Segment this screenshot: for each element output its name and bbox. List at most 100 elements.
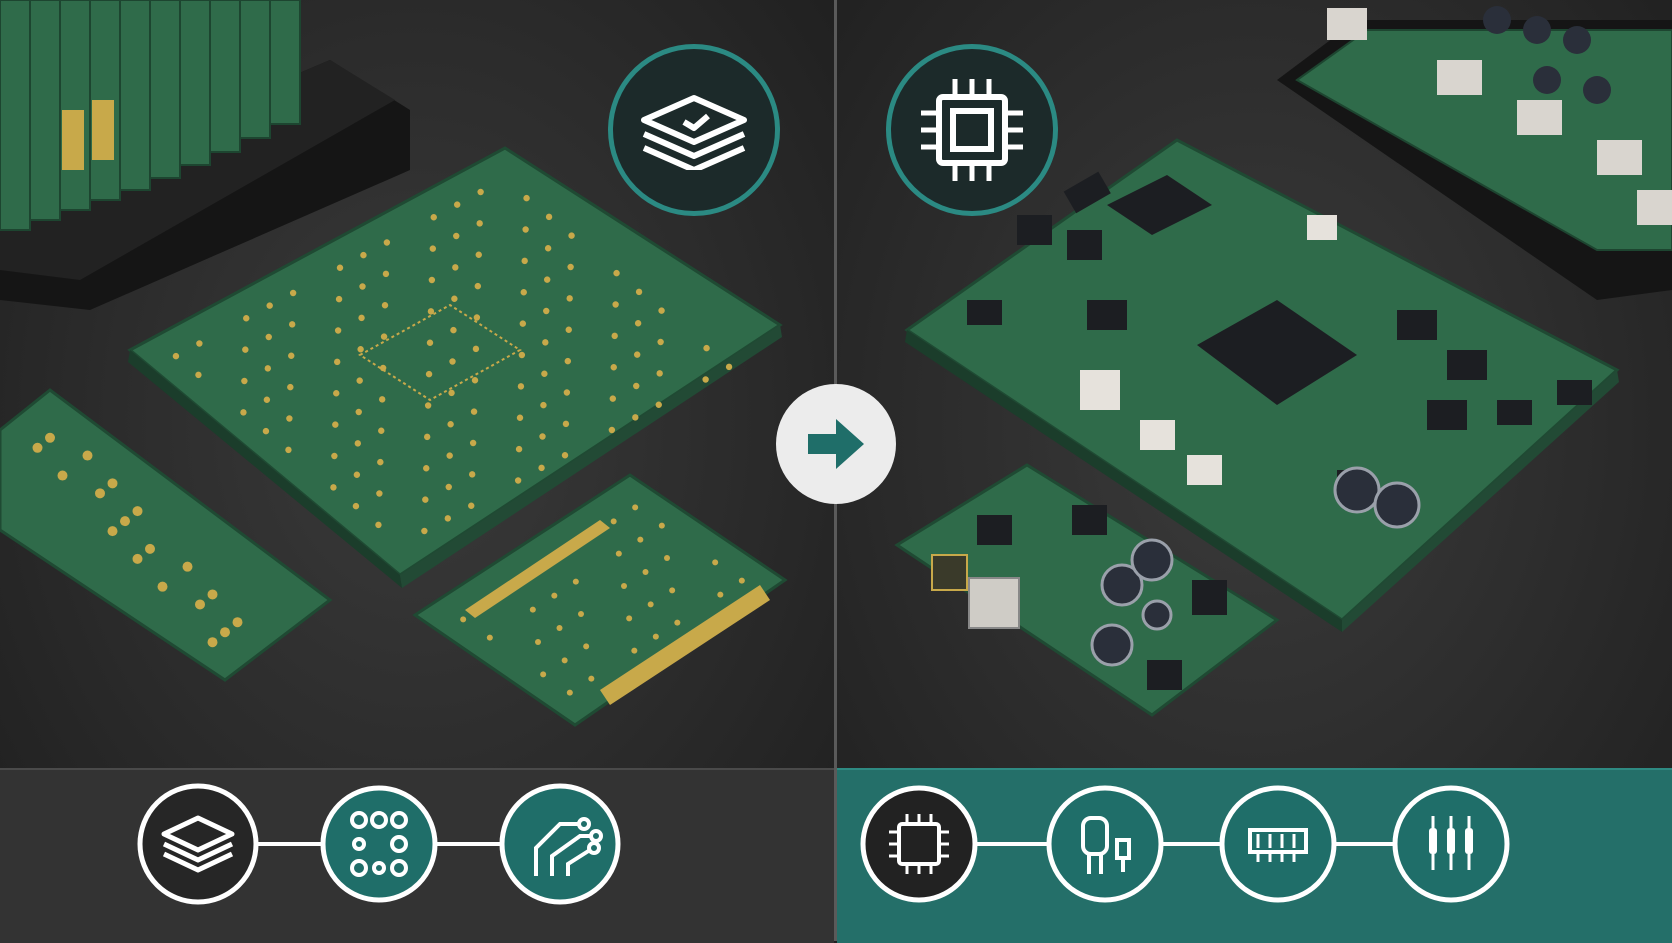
solder-pad [551, 592, 558, 599]
solder-pad [652, 633, 659, 640]
solder-pad [240, 409, 247, 416]
solder-pad [529, 606, 536, 613]
solder-pad [172, 352, 180, 360]
traces-icon [499, 783, 621, 905]
solder-pad [642, 569, 649, 575]
solder-pad [421, 527, 428, 535]
solder-pad [450, 326, 457, 334]
solder-pad [196, 340, 203, 347]
solder-pad [469, 439, 477, 447]
solder-pad [612, 301, 619, 308]
solder-pad [331, 452, 338, 460]
solder-pad [287, 383, 294, 391]
solder-pad [335, 295, 343, 303]
solder-pad [444, 515, 452, 522]
solder-pad [360, 251, 367, 259]
solder-pad [523, 194, 530, 202]
solder-pad [460, 616, 467, 623]
solder-pad [475, 251, 482, 258]
solder-pad [610, 364, 617, 371]
solder-pad [451, 295, 458, 302]
solder-pad [445, 483, 452, 491]
solder-pad [107, 478, 118, 489]
solder-pad [565, 326, 572, 333]
solder-pad [664, 555, 670, 561]
solder-pad [477, 188, 484, 196]
solder-pad [633, 351, 641, 358]
solder-pad [702, 376, 709, 383]
solder-pad [568, 232, 575, 239]
solder-pad [157, 581, 168, 592]
solder-pad [632, 504, 639, 511]
solder-pad [712, 559, 719, 566]
solder-pad [476, 220, 483, 227]
solder-pad [452, 264, 459, 271]
solder-pad [352, 502, 360, 510]
solder-pad [428, 276, 436, 284]
solder-pad [383, 239, 391, 246]
solder-pad [377, 458, 384, 466]
solder-pad [289, 289, 297, 297]
assembled-pcb-process-bar [837, 768, 1672, 943]
solder-pad [57, 470, 68, 481]
solder-pad [540, 671, 547, 678]
assembled-pcb-process-icons [860, 785, 1510, 903]
solder-pad [453, 232, 460, 240]
solder-pad [657, 338, 664, 346]
solder-pad [738, 577, 745, 584]
solder-pad [470, 408, 478, 415]
solder-pad [615, 550, 622, 557]
solder-pad [631, 647, 638, 654]
bare-pcb-illustration [0, 0, 788, 727]
solder-pad [232, 617, 243, 628]
solder-pad [518, 351, 526, 359]
solder-pad [703, 344, 710, 352]
solder-pad [633, 382, 640, 390]
solder-pad [32, 442, 43, 453]
solder-pad [621, 583, 627, 589]
chip-icon [921, 79, 1023, 181]
solder-pad [472, 345, 480, 353]
solder-pad [107, 526, 118, 537]
solder-pad [425, 370, 433, 378]
solder-pad [378, 396, 386, 403]
solder-pad [635, 288, 643, 296]
solder-pad [535, 639, 541, 645]
solder-pad [567, 546, 574, 553]
solder-pad [120, 516, 130, 527]
solder-pad [656, 370, 663, 377]
solder-pad [375, 521, 382, 529]
solder-pad [540, 401, 547, 409]
solder-pad [359, 283, 366, 290]
solder-pad [332, 421, 339, 428]
solder-pad [426, 339, 434, 346]
solder-pad [448, 389, 455, 397]
solder-pad [647, 601, 654, 608]
solder-pad [379, 364, 387, 372]
solder-pad [521, 257, 528, 265]
solder-pad [195, 371, 202, 379]
solder-pad [610, 518, 617, 525]
solder-pad [561, 452, 569, 459]
solder-pad [468, 502, 475, 509]
layers-icon [641, 95, 747, 170]
solder-pad [132, 553, 143, 564]
capacitor-icon [1046, 785, 1164, 903]
small-assembled-pcb [894, 463, 1280, 717]
solder-pad [333, 390, 340, 397]
solder-pad [145, 543, 155, 554]
solder-pad [358, 314, 365, 322]
solder-pad [611, 332, 618, 340]
arrow-right-icon [808, 419, 864, 469]
solder-pad [207, 589, 218, 600]
solder-pad [429, 245, 437, 252]
large-assembled-pcb [904, 138, 1620, 632]
solder-pad [265, 333, 272, 341]
solder-pad [382, 270, 390, 278]
pcb-stack-tray [0, 0, 410, 310]
resistors-icon [1392, 785, 1510, 903]
solder-pad [578, 611, 584, 617]
solder-pad [182, 561, 193, 572]
layers-icon [137, 783, 259, 905]
solder-pad [637, 536, 644, 543]
